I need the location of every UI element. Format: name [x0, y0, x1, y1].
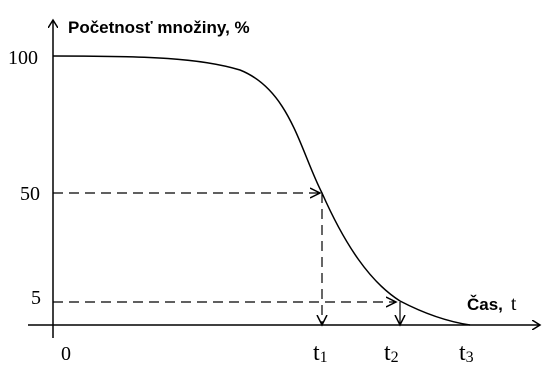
x-tick-label-t1: t1: [313, 340, 328, 365]
y-tick-label-100: 100: [8, 47, 38, 69]
y-tick-label-5: 5: [31, 287, 41, 309]
x-tick-label-origin: 0: [61, 343, 71, 365]
x-axis-title: Čas, t: [467, 293, 517, 315]
x-tick-label-t3: t3: [459, 340, 474, 365]
y-tick-label-50: 50: [20, 183, 40, 205]
y-axis-title: Početnosť množiny, %: [68, 18, 250, 37]
series-line: [52, 55, 471, 326]
x-tick-label-t2: t2: [384, 340, 399, 365]
x-axis-title-symbol: t: [511, 293, 517, 315]
x-axis-title-word: Čas,: [467, 295, 503, 314]
